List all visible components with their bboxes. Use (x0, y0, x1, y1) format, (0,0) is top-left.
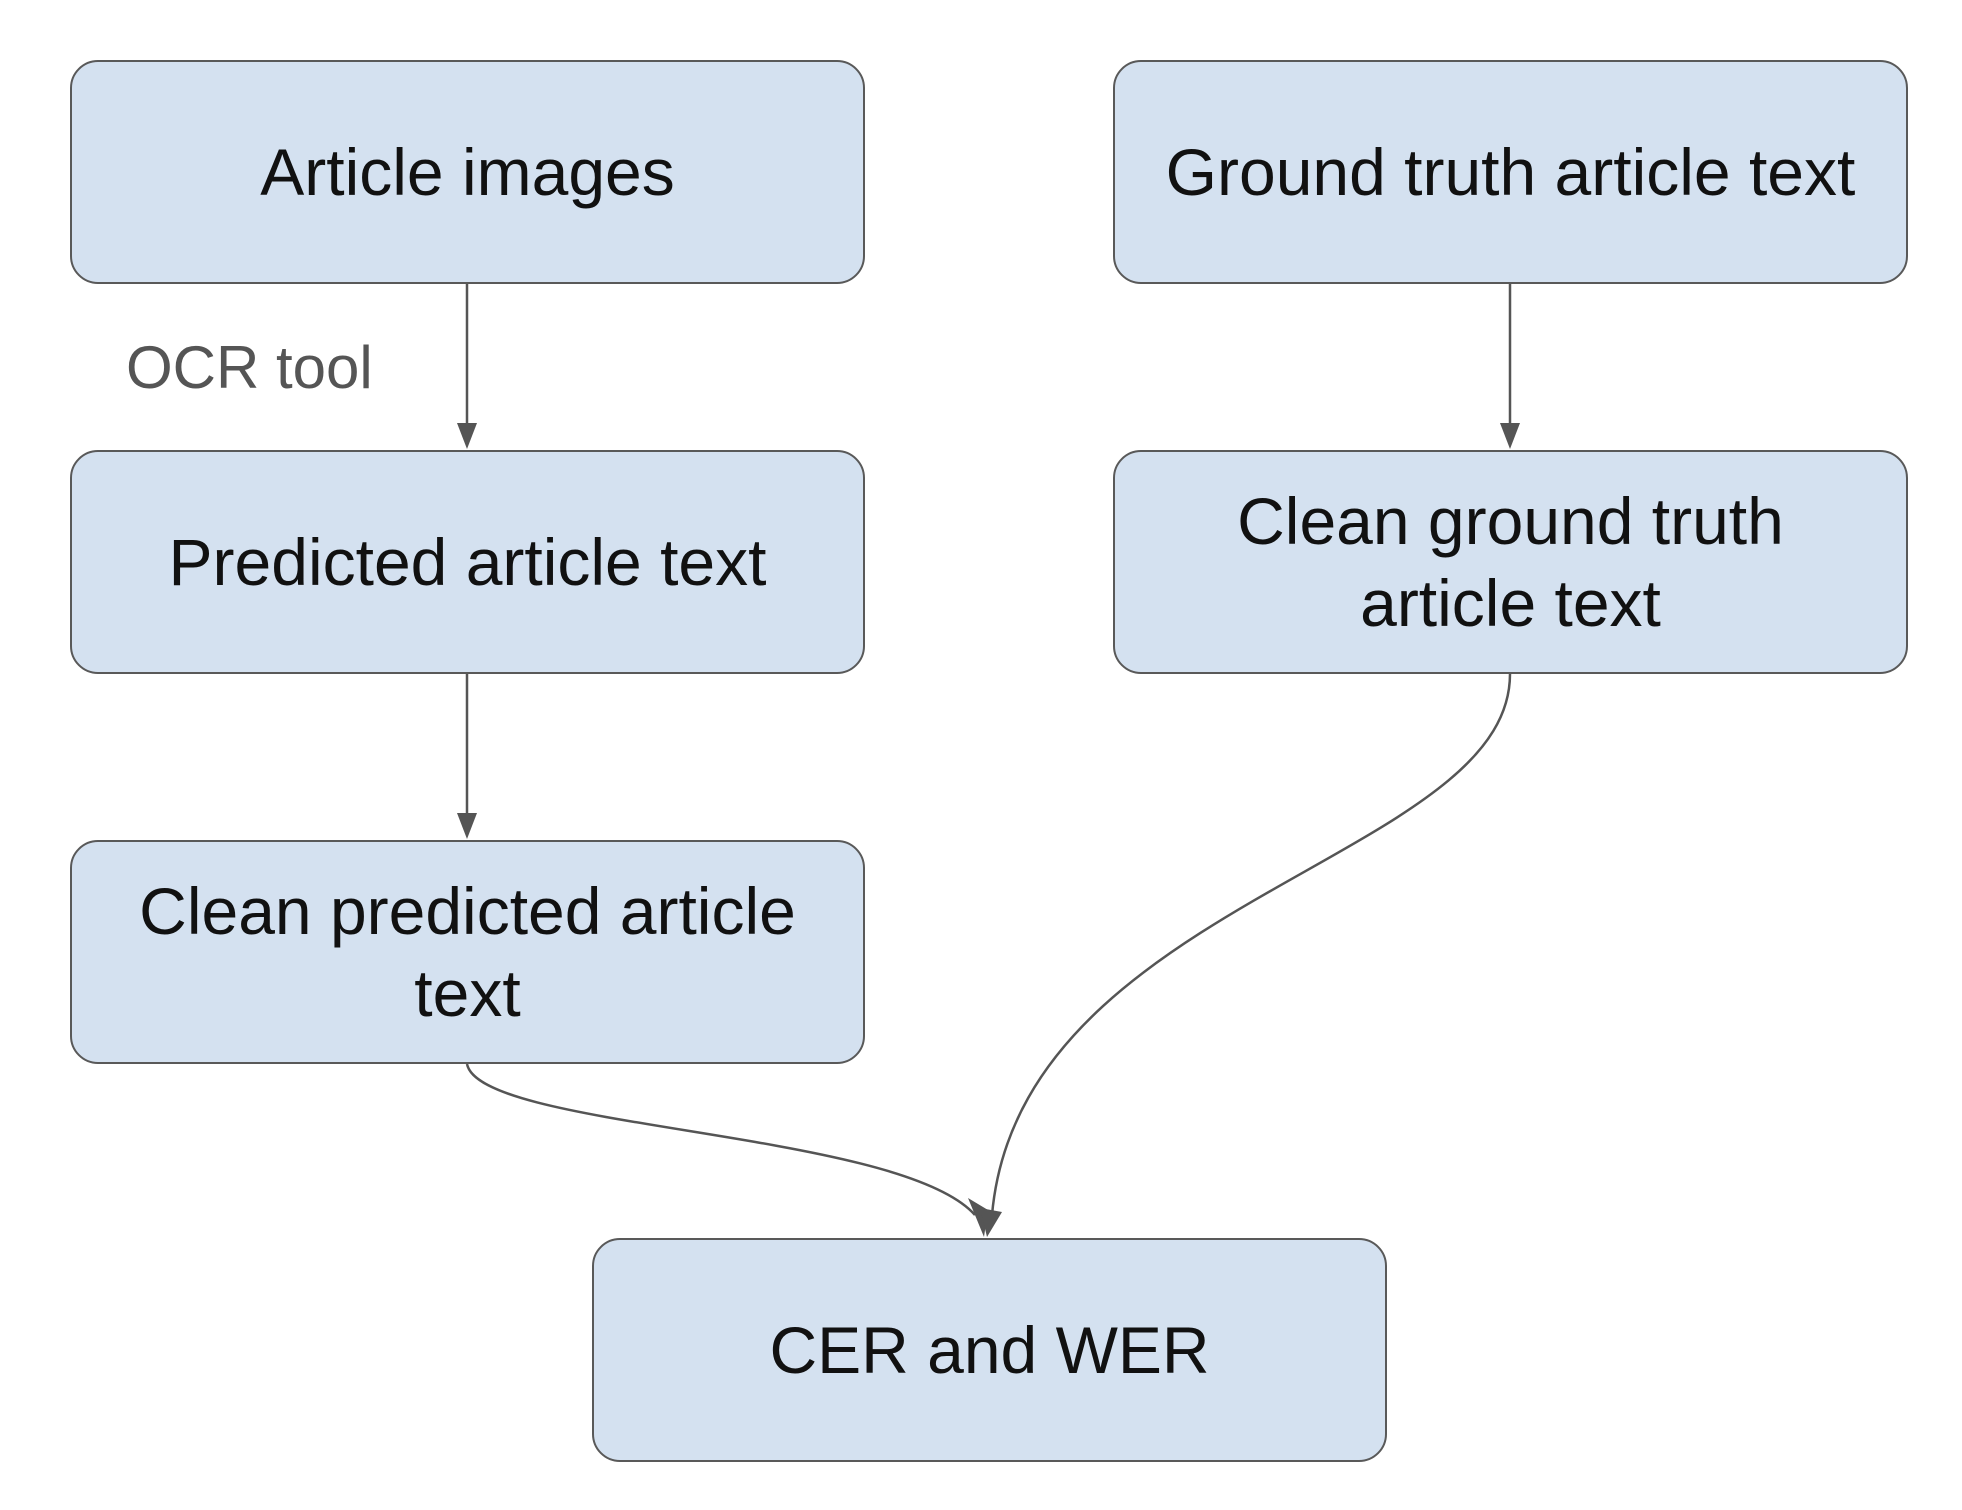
node-predicted-label: Predicted article text (168, 524, 767, 599)
edge-article-images-to-predicted (457, 284, 477, 449)
node-article-images: Article images (70, 60, 865, 284)
node-metrics-label: CER and WER (769, 1312, 1210, 1387)
edge-clean-ground-truth-to-metrics (980, 673, 1512, 1237)
edge-predicted-to-clean-predicted (457, 674, 477, 839)
node-cer-and-wer: CER and WER (592, 1238, 1387, 1462)
edge-clean-predicted-to-metrics (465, 1063, 988, 1237)
node-ground-truth-article-text: Ground truth article text (1113, 60, 1908, 284)
node-clean-ground-truth-article-text: Clean ground truth article text (1113, 450, 1908, 674)
edge-label-ocr-tool: OCR tool (126, 334, 373, 401)
node-clean-predicted-label: Clean predicted article text (139, 873, 796, 1031)
node-ground-truth-label: Ground truth article text (1165, 134, 1856, 209)
node-clean-ground-truth-label: Clean ground truth article text (1237, 483, 1784, 641)
node-clean-predicted-article-text: Clean predicted article text (70, 840, 865, 1064)
edge-ground-truth-to-clean-ground-truth (1500, 284, 1520, 449)
node-predicted-article-text: Predicted article text (70, 450, 865, 674)
node-article-images-label: Article images (260, 134, 675, 209)
